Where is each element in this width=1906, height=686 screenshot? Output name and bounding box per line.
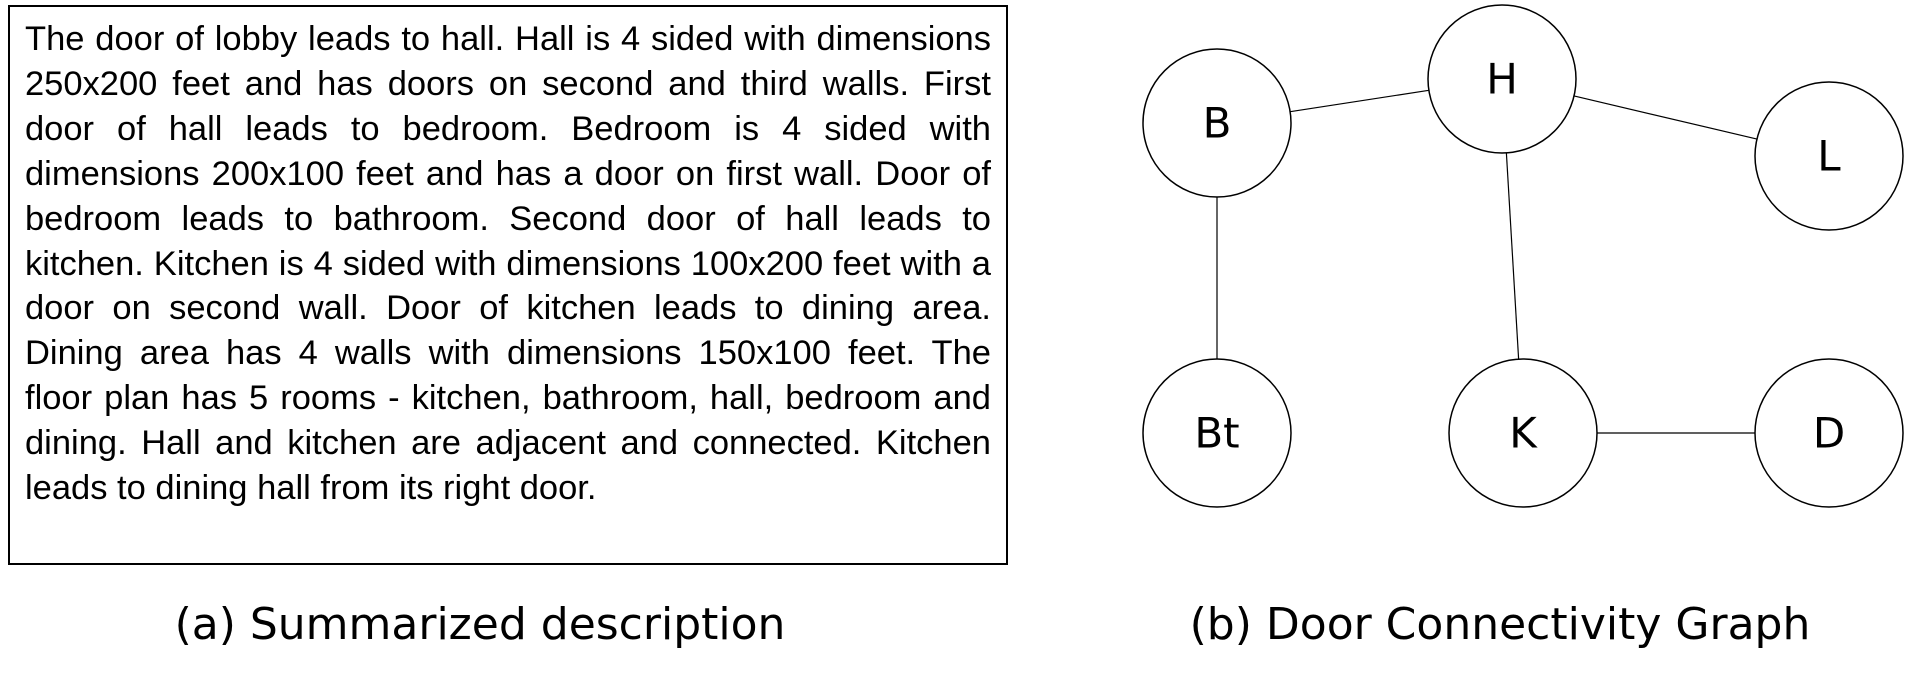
edge-H-L bbox=[1573, 95, 1758, 140]
node-circle-H bbox=[1427, 4, 1577, 154]
edge-H-K bbox=[1505, 152, 1520, 360]
node-B: B bbox=[1142, 48, 1292, 198]
node-Bt: Bt bbox=[1142, 358, 1292, 508]
node-K: K bbox=[1448, 358, 1598, 508]
caption-summarized-description: (a) Summarized description bbox=[174, 599, 786, 650]
node-circle-D bbox=[1754, 358, 1904, 508]
node-label-K: K bbox=[1509, 409, 1538, 458]
caption-door-connectivity-graph: (b) Door Connectivity Graph bbox=[1189, 599, 1811, 650]
description-text: The door of lobby leads to hall. Hall is… bbox=[25, 20, 991, 508]
node-L: L bbox=[1754, 81, 1904, 231]
node-label-Bt: Bt bbox=[1194, 409, 1239, 458]
node-circle-B bbox=[1142, 48, 1292, 198]
node-label-L: L bbox=[1817, 132, 1841, 181]
node-circle-Bt bbox=[1142, 358, 1292, 508]
graph-nodes: B H L Bt K D bbox=[1142, 4, 1904, 508]
summarized-description-box: The door of lobby leads to hall. Hall is… bbox=[8, 5, 1008, 565]
node-circle-K bbox=[1448, 358, 1598, 508]
node-label-H: H bbox=[1486, 55, 1518, 104]
edge-B-H bbox=[1290, 89, 1429, 113]
node-D: D bbox=[1754, 358, 1904, 508]
graph-edges bbox=[1216, 89, 1758, 434]
node-label-B: B bbox=[1203, 99, 1232, 148]
node-label-D: D bbox=[1813, 409, 1845, 458]
node-circle-L bbox=[1754, 81, 1904, 231]
node-H: H bbox=[1427, 4, 1577, 154]
